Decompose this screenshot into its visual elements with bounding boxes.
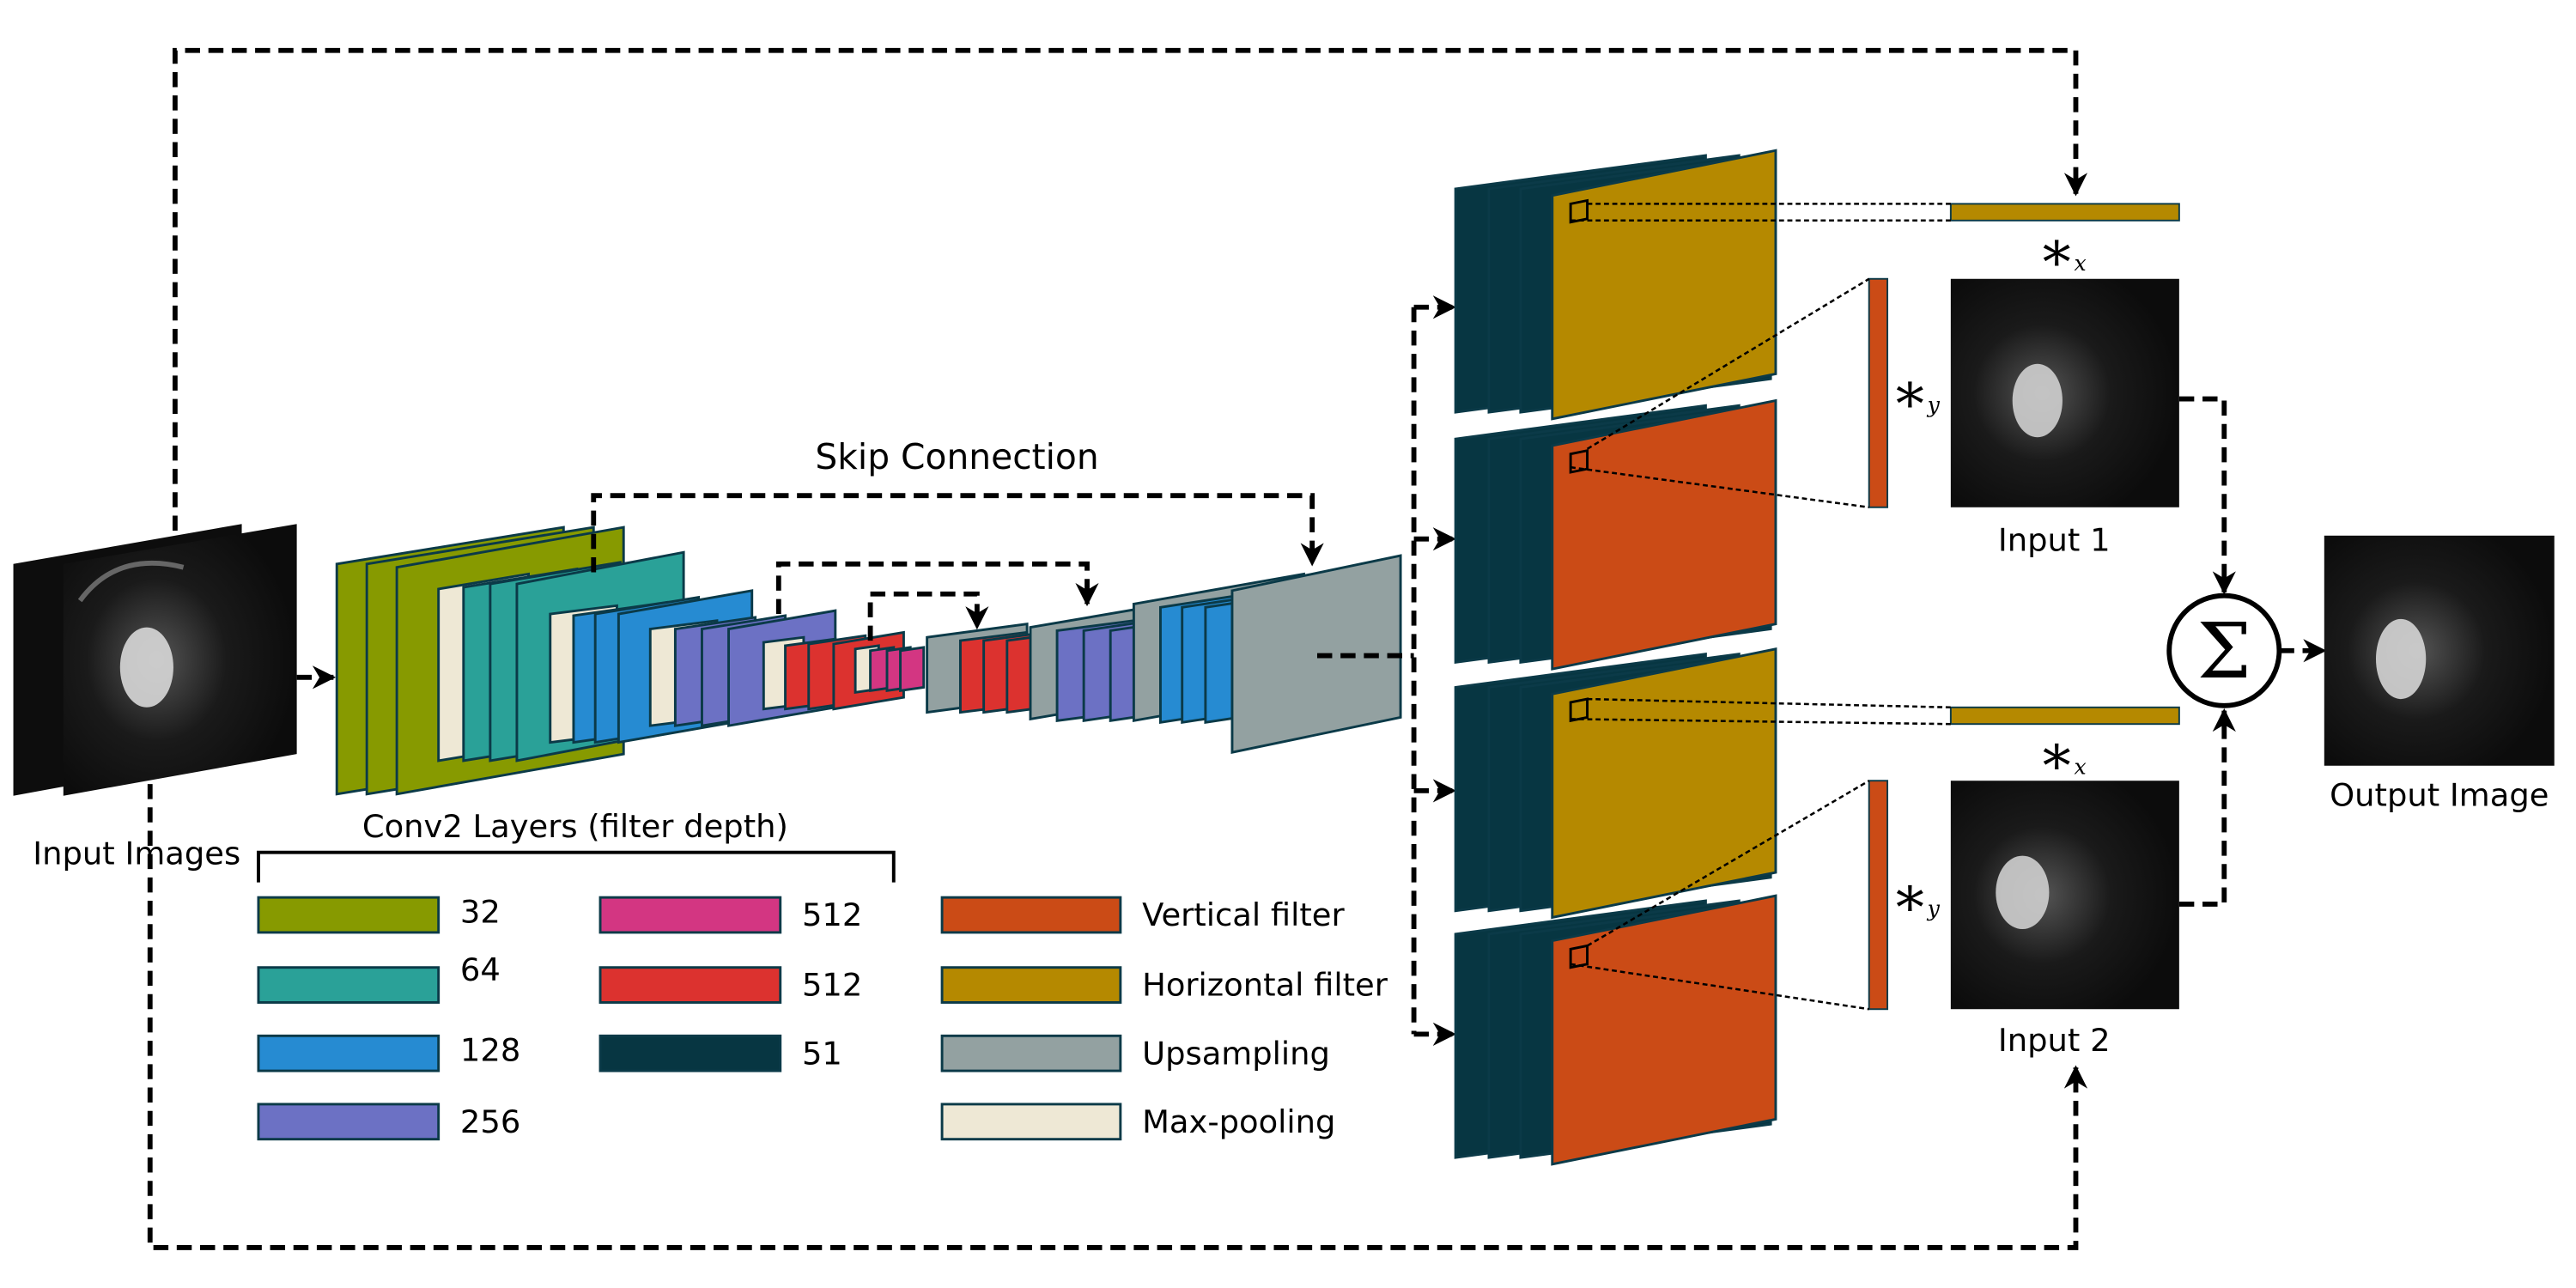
legend-label: 512 [802, 896, 862, 933]
legend-item-depth-512: 512 [598, 966, 862, 1004]
filter-stacks [1454, 149, 1777, 1166]
legend-swatch [257, 966, 440, 1004]
input-1-to-sum-arrow [2178, 396, 2236, 595]
sum-icon: Σ [2197, 607, 2251, 696]
legend-swatch [940, 896, 1122, 934]
svg-text:∗: ∗ [2038, 721, 2076, 787]
skip-connection-2 [775, 561, 1099, 615]
legend-item-upsampling: Upsampling [940, 1034, 1330, 1072]
output-image [2324, 535, 2555, 766]
legend-item-depth-32: 32 [257, 893, 501, 934]
skip-connection-label: Skip Connection [815, 436, 1098, 477]
horizontal-kernel-1 [1949, 203, 2180, 222]
legend-label: 512 [802, 967, 862, 1004]
legend-swatch [257, 896, 440, 934]
filter-stack-horizontal-3 [1454, 647, 1777, 920]
conv-x-symbol-2: ∗ x [2038, 721, 2087, 787]
conv-y-symbol-2: ∗ y [1891, 864, 1941, 930]
filter-stack-horizontal-1 [1454, 149, 1777, 421]
legend-label: Max-pooling [1142, 1103, 1335, 1140]
filter-stack-vertical-2 [1454, 398, 1777, 671]
legend-item-depth-512: 512 [598, 896, 862, 934]
legend-label: 32 [460, 893, 501, 930]
kernel-projection-lines [1570, 203, 1951, 1011]
conv-layers-label: Conv2 Layers (filter depth) [362, 808, 788, 845]
svg-text:x: x [2075, 251, 2087, 276]
input-1-label: Input 1 [1998, 521, 2111, 558]
conv-x-symbol-1: ∗ x [2038, 218, 2087, 284]
input-images-stack [13, 524, 297, 796]
input-1-image [1950, 278, 2179, 507]
input-2-label: Input 2 [1998, 1022, 2111, 1059]
legend-label: Upsampling [1142, 1035, 1330, 1072]
filter-map-horizontal [1551, 149, 1777, 421]
legend: 32 64 128 256 512 512 51 Vertical filterHorizon… [257, 893, 1388, 1141]
horizontal-kernel-2 [1949, 706, 2180, 726]
legend-label: Vertical filter [1142, 896, 1345, 933]
svg-text:y: y [1927, 392, 1941, 417]
legend-label: 256 [460, 1103, 520, 1140]
svg-text:∗: ∗ [1891, 864, 1929, 930]
vertical-kernel-2 [1868, 780, 1889, 1011]
legend-item-depth-256: 256 [257, 1103, 520, 1141]
svg-text:∗: ∗ [2038, 218, 2076, 284]
legend-swatch [940, 1103, 1122, 1141]
legend-swatch [257, 1034, 440, 1072]
conv-layer-c512a-22 [899, 646, 926, 693]
skip-connection-1 [591, 493, 1324, 573]
conv-y-symbol-1: ∗ y [1891, 360, 1941, 426]
input-2-to-sum-arrow [2178, 708, 2236, 907]
bottom-bypass-connector [147, 784, 2088, 1250]
filter-map-vertical [1551, 398, 1777, 671]
legend-swatch [940, 966, 1122, 1004]
legend-swatch [598, 966, 782, 1004]
kernel-window [1569, 198, 1589, 224]
svg-text:y: y [1927, 896, 1941, 921]
kernel-window [1569, 697, 1589, 723]
vertical-kernel-1 [1868, 277, 1889, 508]
legend-label: 128 [460, 1031, 520, 1068]
conv-layer-upsampling-35 [1230, 554, 1402, 755]
output-image-label: Output Image [2330, 776, 2549, 813]
legend-bracket [257, 850, 896, 883]
input-2-image [1950, 781, 2179, 1010]
legend-swatch [257, 1103, 440, 1141]
legend-item-depth-64: 64 [257, 951, 501, 1004]
legend-item-depth-51: 51 [598, 1034, 842, 1072]
legend-label: 64 [460, 951, 501, 988]
legend-item-horizontal-filter: Horizontal filter [940, 966, 1388, 1004]
legend-swatch [940, 1034, 1122, 1072]
conv-layers [335, 526, 1402, 796]
legend-label: Horizontal filter [1142, 967, 1388, 1004]
legend-item-max-pooling: Max-pooling [940, 1103, 1335, 1141]
kernel-window [1569, 944, 1589, 969]
legend-swatch [598, 1034, 782, 1072]
legend-item-depth-128: 128 [257, 1031, 520, 1072]
legend-swatch [598, 896, 782, 934]
skip-connection-3 [867, 591, 989, 641]
svg-text:x: x [2075, 754, 2087, 779]
input-images-label: Input Images [33, 835, 240, 872]
top-bypass-connector [172, 47, 2088, 531]
filter-stack-vertical-4 [1454, 894, 1777, 1166]
filter-map-vertical [1551, 894, 1777, 1166]
legend-label: 51 [802, 1035, 842, 1072]
svg-text:∗: ∗ [1891, 360, 1929, 426]
filter-map-horizontal [1551, 647, 1777, 920]
legend-item-vertical-filter: Vertical filter [940, 896, 1345, 934]
